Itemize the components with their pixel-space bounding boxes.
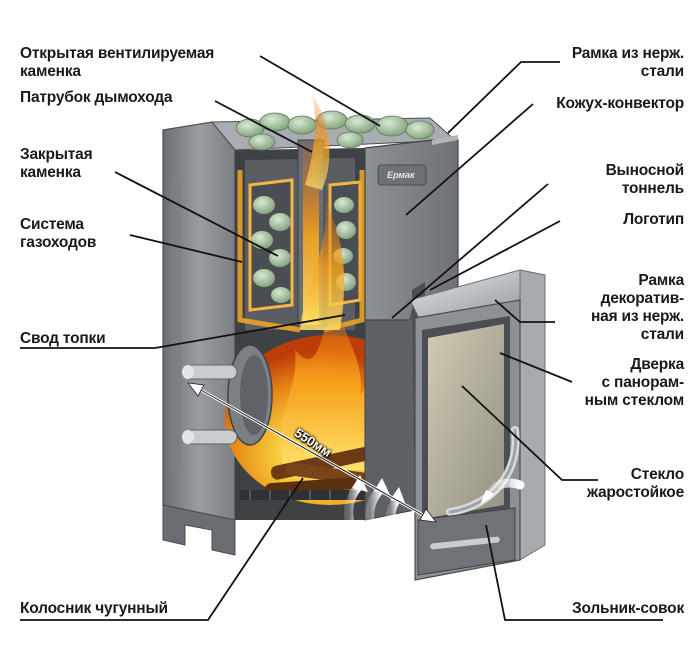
label-remote-tunnel: Выносной тоннель — [605, 162, 685, 197]
label-door: Дверка с панорам- ным стеклом — [584, 356, 685, 409]
door-logo: Ермак — [387, 170, 415, 180]
leader-chimney-pipe — [214, 100, 313, 153]
leader-open-heater — [259, 55, 381, 127]
label-convector-casing: Кожух-конвектор — [556, 95, 684, 112]
leader-remote-tunnel — [391, 183, 549, 319]
ash-pan — [417, 507, 516, 576]
convector-casing — [364, 135, 459, 321]
leader-lines — [20, 55, 663, 621]
leader-ash-pan — [485, 524, 663, 621]
decorative-frame — [409, 269, 546, 561]
label-firebox-vault: Свод топки — [20, 330, 106, 347]
leader-logo — [429, 220, 561, 291]
label-steel-frame-top: Рамка из нерж. стали — [571, 45, 684, 80]
leader-convector — [405, 103, 534, 216]
label-deco-frame: Рамка декоратив- ная из нерж. стали — [590, 272, 684, 343]
dimension-line — [187, 382, 437, 523]
label-flue-system: Система газоходов — [20, 216, 97, 251]
label-open-heater: Открытая вентилируемая каменка — [20, 45, 215, 80]
stove-left-wall — [162, 121, 236, 556]
leader-door — [499, 352, 573, 383]
leader-closed-heater — [114, 171, 279, 257]
label-closed-heater: Закрытая каменка — [20, 146, 93, 181]
leader-steel-frame-top — [447, 61, 560, 134]
side-hatch — [182, 344, 273, 446]
leader-grate — [20, 477, 304, 621]
label-ash-pan: Зольник-совок — [571, 600, 684, 617]
door — [414, 299, 521, 581]
label-grate: Колосник чугунный — [20, 600, 168, 617]
leader-deco-frame — [494, 299, 555, 323]
leader-flue-system — [129, 234, 243, 263]
label-logo: Логотип — [623, 211, 684, 228]
label-glass: Стекло жаростойкое — [587, 466, 684, 501]
leader-firebox-vault — [20, 314, 346, 349]
label-chimney-pipe: Патрубок дымохода — [20, 89, 173, 106]
leader-glass — [461, 385, 598, 481]
